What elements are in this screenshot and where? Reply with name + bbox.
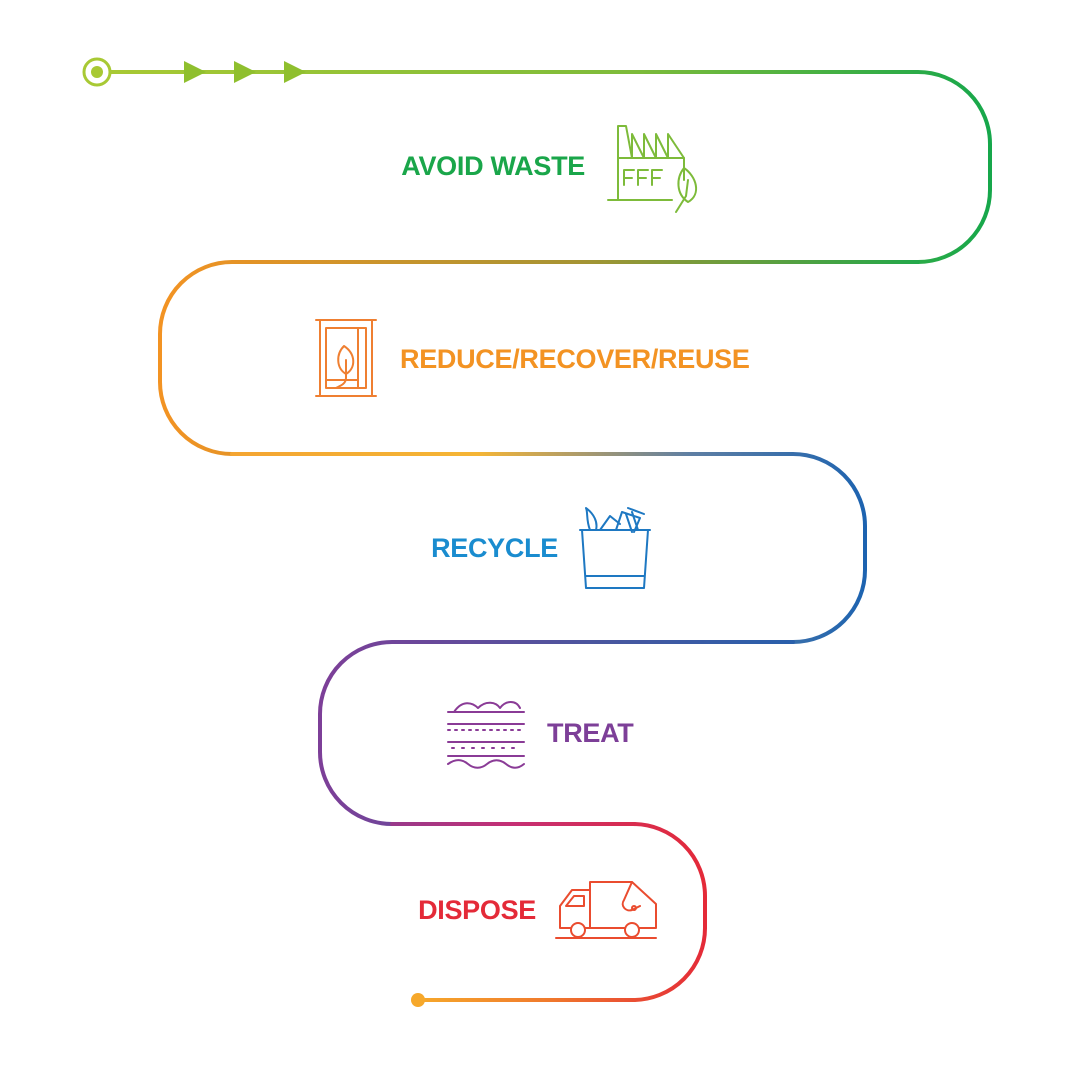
path-segment-5 xyxy=(390,822,707,930)
jar-leaf-icon xyxy=(315,319,377,397)
step-label-recycle: RECYCLE xyxy=(431,533,558,563)
arrow-icon xyxy=(234,61,256,83)
arrow-icon xyxy=(284,61,306,83)
end-marker xyxy=(411,993,425,1007)
step-label-treat: TREAT xyxy=(547,718,634,748)
path-segment-3 xyxy=(230,452,867,644)
recycling-bin-icon xyxy=(579,507,651,589)
step-label-dispose: DISPOSE xyxy=(418,895,536,925)
path-segment-1 xyxy=(108,70,992,264)
direction-arrows xyxy=(184,61,306,83)
garbage-truck-icon xyxy=(555,881,657,939)
soil-layers-icon xyxy=(447,701,525,769)
path-segment-6 xyxy=(416,926,707,1002)
factory-leaf-icon xyxy=(607,125,698,213)
path-segment-4 xyxy=(318,640,795,826)
step-label-avoid-waste: AVOID WASTE xyxy=(401,151,585,181)
arrow-icon xyxy=(184,61,206,83)
process-path xyxy=(108,70,992,1002)
start-marker xyxy=(82,57,112,87)
step-label-reduce-recover-reuse: REDUCE/RECOVER/REUSE xyxy=(400,344,750,374)
path-segment-2 xyxy=(158,260,920,456)
